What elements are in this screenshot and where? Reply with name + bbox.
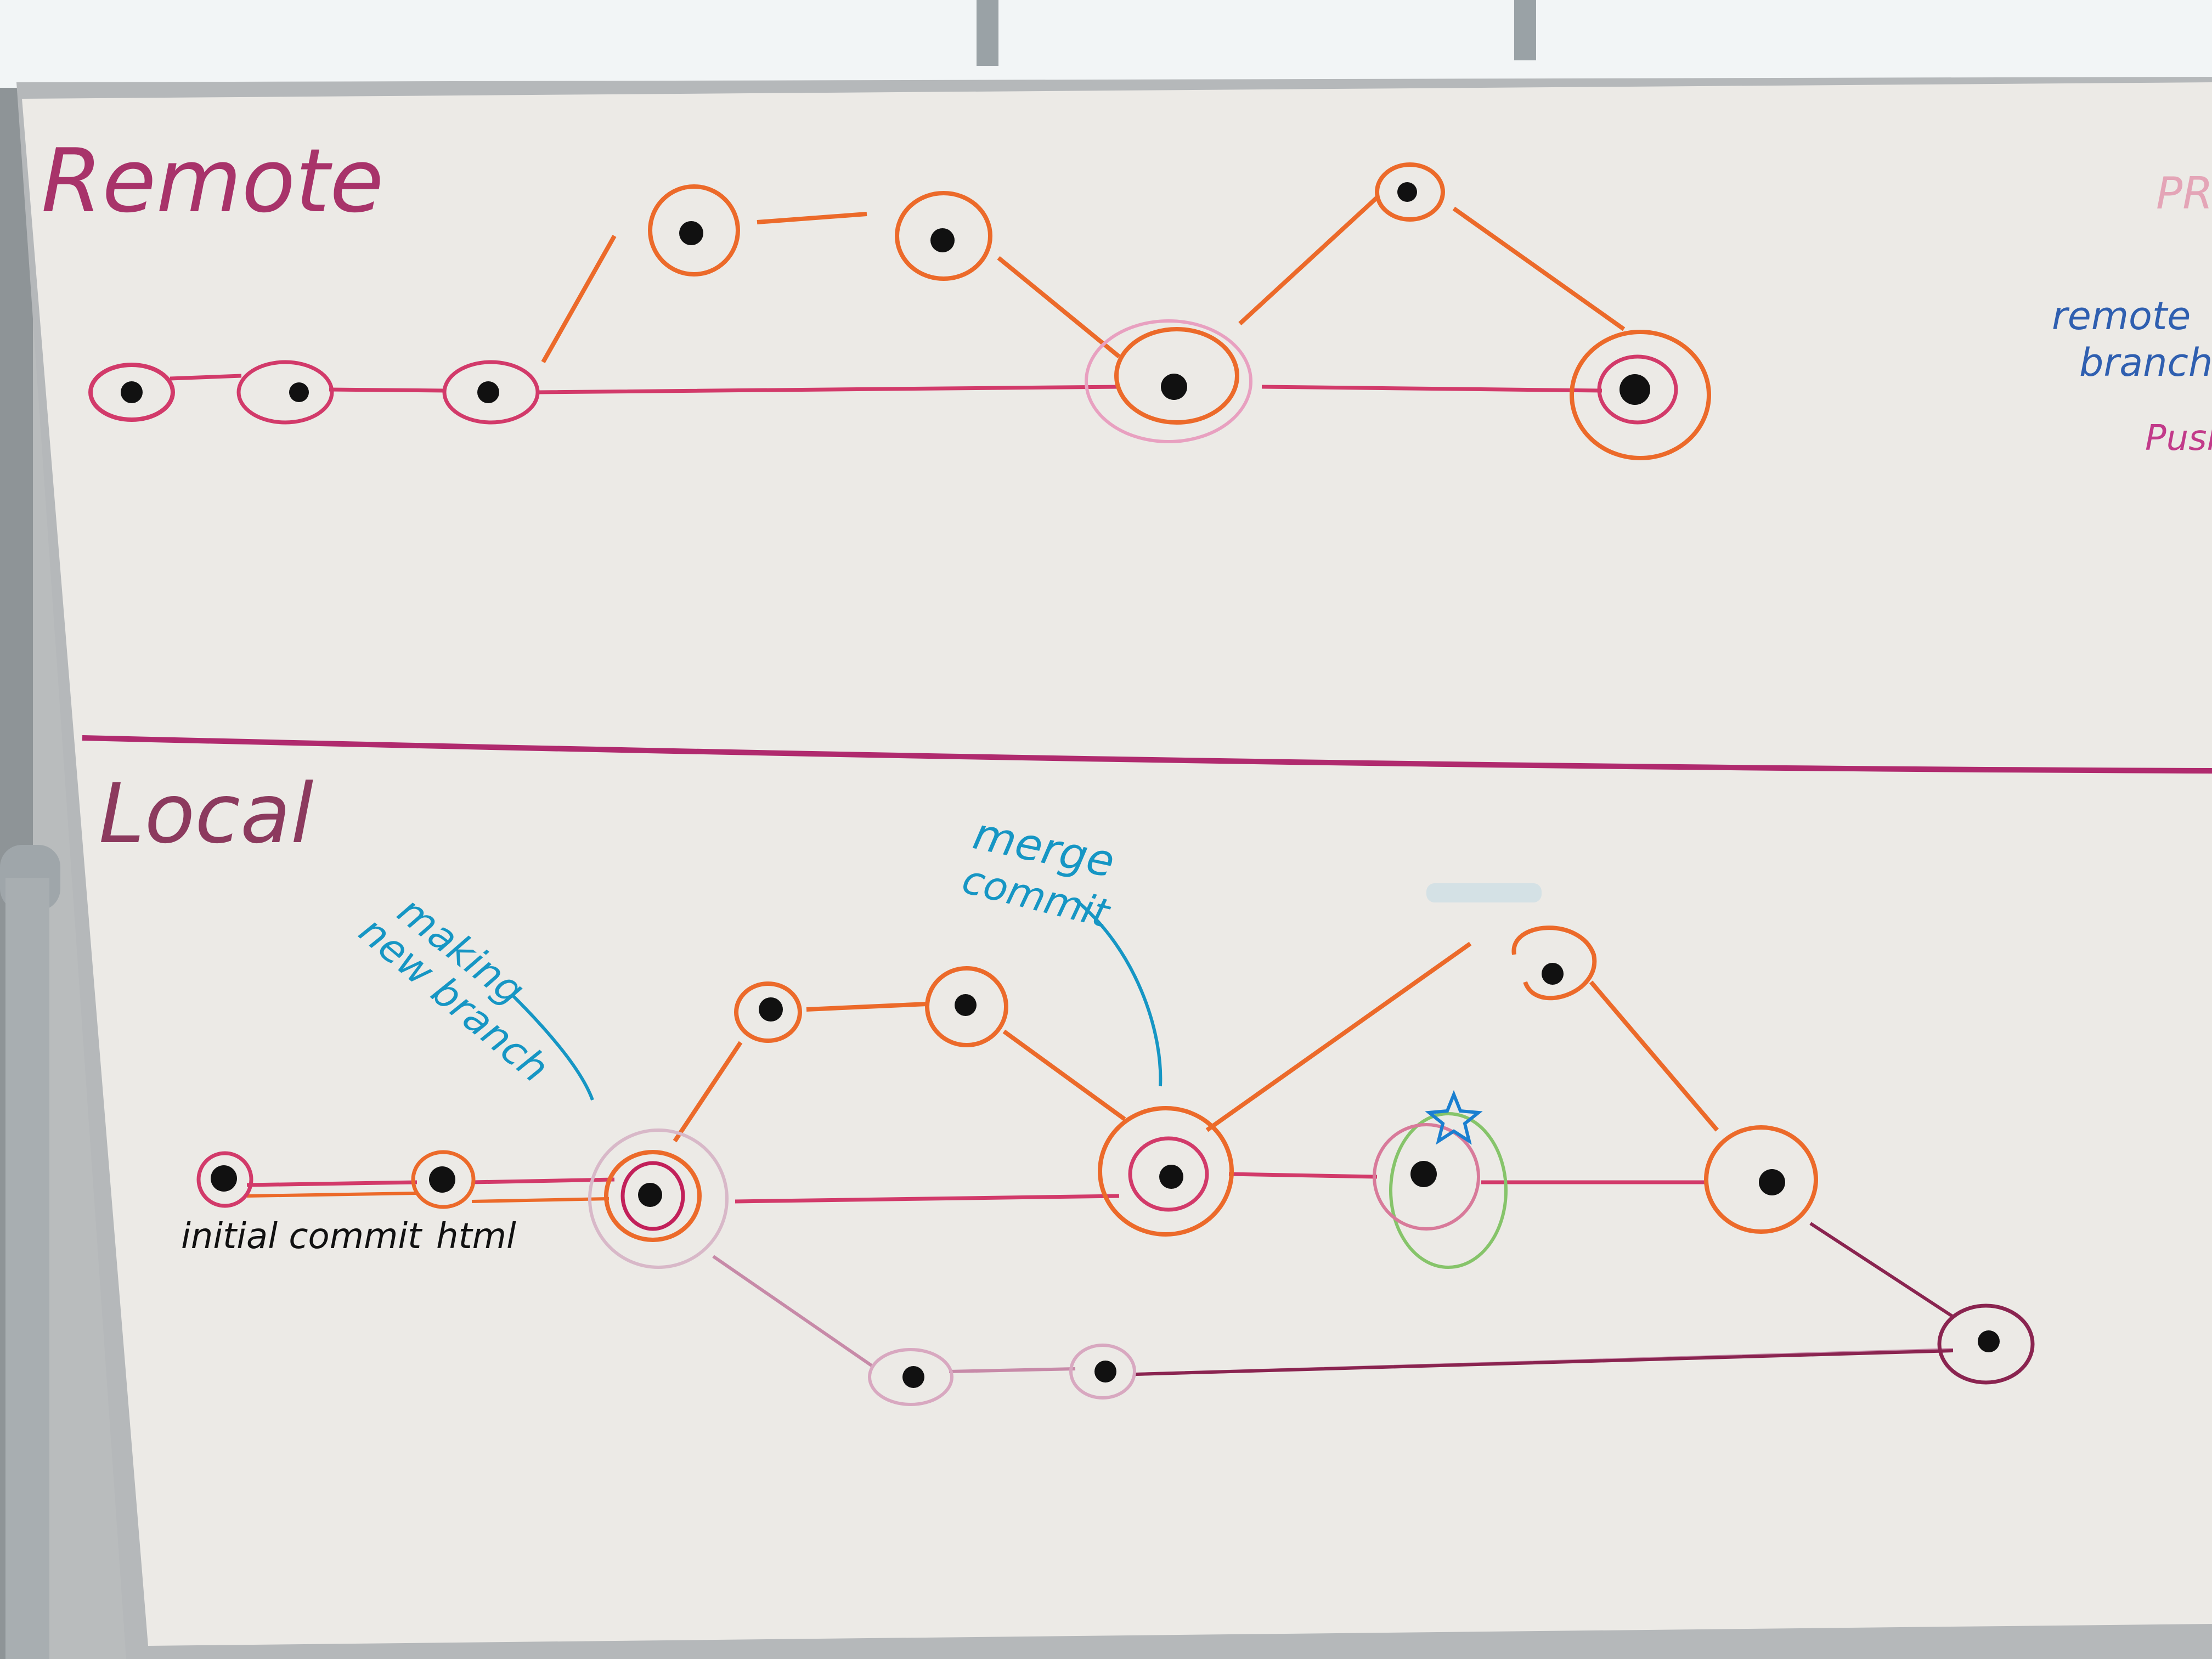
remote-commit [88,363,175,422]
local-graph [196,898,2035,1406]
eraser-smudge [1426,883,1542,902]
initial-commit-label: initial commit [181,1216,423,1257]
window-mullion [977,0,998,66]
local-commit-html [411,1150,476,1209]
local-commit [1069,1344,1136,1400]
frame-clamp-bar [5,878,49,1659]
remote-commit [442,360,540,425]
remote-branch-line [541,196,1626,363]
remote-commit [895,191,992,281]
remote-commit [648,184,740,276]
side-note-pr: PR [2156,168,2212,219]
local-branch-point-commit [588,1128,729,1269]
local-main-line [246,1172,1706,1204]
side-note-push: Push [2145,418,2212,459]
window-background [0,0,2212,88]
remote-merge-commit [1570,330,1711,460]
local-commit [1511,926,1597,1001]
local-merge-commit [1098,1106,1234,1237]
local-branch-line [673,941,1719,1143]
star-icon [1425,1090,1483,1145]
local-commit [1704,1125,1818,1234]
local-heading: Local [99,766,313,862]
whiteboard-surface [22,82,2212,1646]
local-commit [1937,1304,2035,1385]
remote-local-divider [82,735,2212,774]
local-lower-branch-line [712,1222,1954,1376]
remote-commit [1375,162,1445,222]
making-new-branch-pointer [511,994,594,1101]
remote-heading: Remote [41,129,384,232]
side-note-remote-line1: remote [2052,294,2191,338]
local-commit [868,1348,953,1406]
local-main-line-orange [246,1192,610,1203]
remote-merge-commit [1085,319,1252,443]
remote-main-line [170,374,1602,394]
merge-commit-pointer [1074,898,1163,1087]
remote-commit [236,360,334,425]
window-mullion [1514,0,1536,60]
local-commit [734,981,802,1043]
side-note-remote-line2: branch [2079,340,2212,385]
local-commit-initial [196,1151,253,1208]
local-commit [925,966,1008,1047]
remote-graph [88,162,1711,460]
local-starred-commit [1373,1090,1508,1269]
html-label: html [436,1216,516,1257]
local-lower-branch-line-dark [1135,1222,1954,1376]
